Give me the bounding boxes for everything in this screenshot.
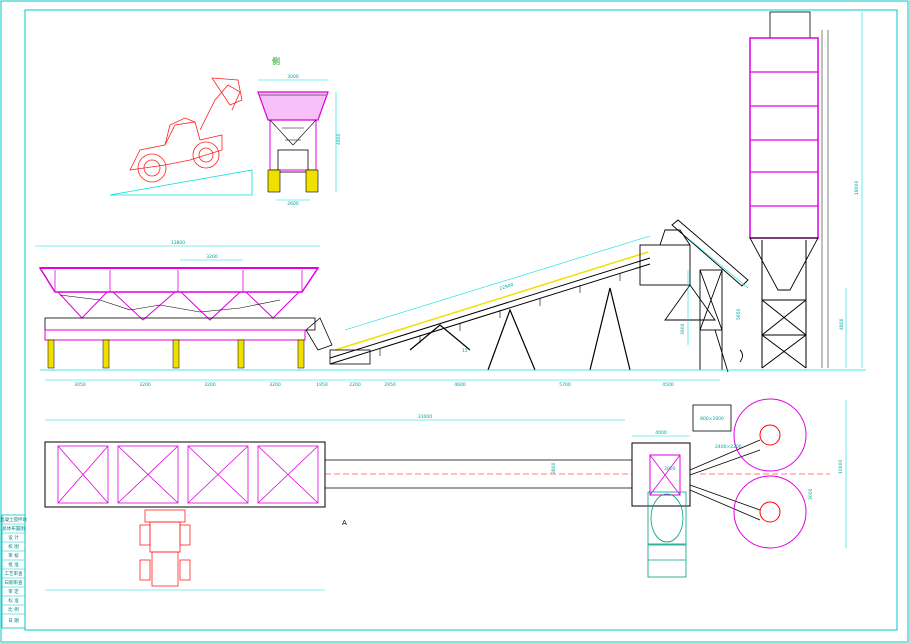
wheel-loader-side-view bbox=[109, 77, 253, 196]
dim-seg-5: 1950 bbox=[316, 382, 328, 388]
dim-silo-height: 18000 bbox=[854, 181, 860, 195]
wheel-loader-plan bbox=[139, 509, 191, 587]
dim-seg-2: 3200 bbox=[139, 382, 151, 388]
title-block-row-7: 工艺审查 bbox=[5, 570, 23, 577]
title-block-row-2: 总体布置图 bbox=[2, 525, 25, 532]
dim-plan-side: 3800 bbox=[551, 462, 557, 474]
hopper-end-view bbox=[257, 79, 337, 201]
mixer-truck-plan bbox=[647, 491, 687, 578]
plan-view bbox=[44, 398, 847, 591]
dim-plan-mixer: 4000 bbox=[655, 430, 667, 436]
dim-seg-8: 4600 bbox=[454, 382, 466, 388]
dim-batcher-total: 13800 bbox=[171, 240, 185, 246]
dim-cement-room: 800×1000 bbox=[700, 416, 724, 422]
dim-mixer-tower: 5650 bbox=[736, 308, 742, 320]
title-block: 混凝土搅拌站 总体布置图 设 计 校 图 审 核 批 准 工艺审查 日期审查 审… bbox=[0, 514, 27, 629]
title-block-row-11: 比 例 bbox=[8, 606, 19, 613]
title-block-row-5: 审 核 bbox=[8, 552, 19, 559]
dim-seg-1: 3050 bbox=[74, 382, 86, 388]
plan-silo-2 bbox=[733, 475, 807, 549]
cement-silo-elevation bbox=[749, 11, 863, 369]
dim-plan-mixer-width: 3000 bbox=[664, 466, 676, 472]
dim-plan-silo-span: 10000 bbox=[838, 460, 844, 474]
sheet-inner-border bbox=[24, 9, 898, 631]
dimension-chain: 3050 3200 3200 3200 1950 2200 2950 4600 … bbox=[74, 382, 674, 388]
dim-hopper-height: 4900 bbox=[336, 133, 342, 145]
title-block-row-9: 审 定 bbox=[8, 588, 19, 595]
dim-seg-4: 3200 bbox=[269, 382, 281, 388]
loader-view-label: 侧 bbox=[272, 56, 280, 66]
dim-hopper-top: 3000 bbox=[287, 74, 299, 80]
dim-seg-6: 2200 bbox=[349, 382, 361, 388]
dim-seg-10: 4500 bbox=[662, 382, 674, 388]
dim-belt-angle: 15° bbox=[462, 348, 470, 354]
title-block-row-1: 混凝土搅拌站 bbox=[0, 516, 27, 523]
dim-silo-leg: 4800 bbox=[839, 318, 845, 330]
dim-mixer-height: 3900 bbox=[680, 323, 686, 335]
title-block-row-6: 批 准 bbox=[8, 561, 19, 568]
dim-batcher-bin: 3200 bbox=[206, 254, 218, 260]
dim-plan-total: 31000 bbox=[418, 414, 432, 420]
dim-seg-9: 5700 bbox=[559, 382, 571, 388]
plan-marker: A bbox=[342, 519, 347, 527]
title-block-row-8: 日期审查 bbox=[5, 579, 23, 586]
plan-silo-1 bbox=[733, 398, 807, 472]
mixer-tower bbox=[639, 219, 749, 373]
title-block-row-4: 校 图 bbox=[8, 543, 19, 550]
dim-seg-3: 3200 bbox=[204, 382, 216, 388]
inclined-belt-conveyor bbox=[329, 235, 651, 371]
dim-seg-7: 2950 bbox=[384, 382, 396, 388]
title-block-row-10: 标 准 bbox=[8, 597, 19, 604]
dim-hopper-base: 2600 bbox=[287, 201, 299, 207]
dim-plan-room: 2400×2200 bbox=[715, 444, 742, 450]
aggregate-batcher-elevation bbox=[35, 245, 333, 369]
title-block-row-3: 设 计 bbox=[8, 534, 19, 541]
title-block-row-12: 日 期 bbox=[8, 618, 19, 624]
dim-belt-length: 22900 bbox=[499, 282, 515, 292]
dim-plan-silo-dia: 3000 bbox=[808, 488, 814, 500]
